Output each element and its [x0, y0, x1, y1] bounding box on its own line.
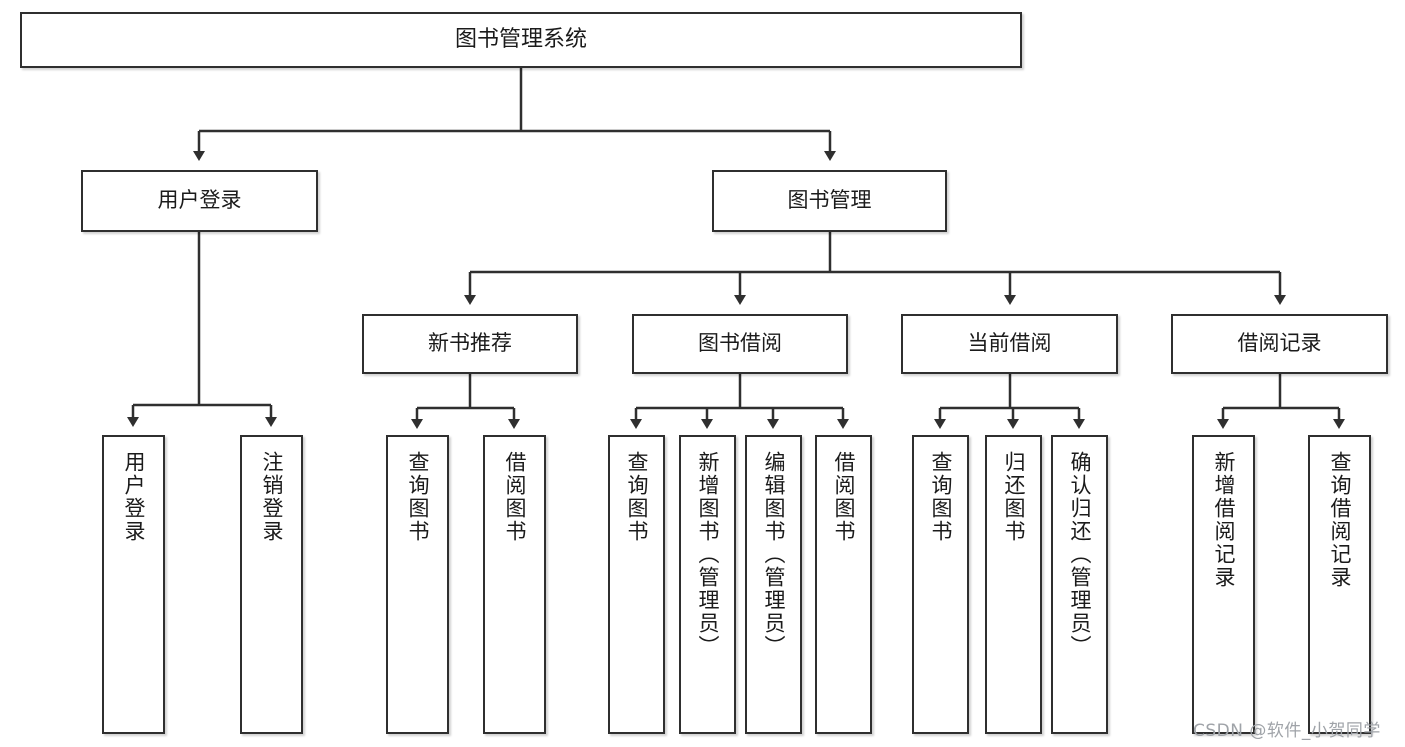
node-borrow-record-label: 借阅记录	[1237, 331, 1322, 356]
node-new-book-recommend[interactable]: 新书推荐	[362, 314, 578, 374]
node-borrow-record[interactable]: 借阅记录	[1171, 314, 1388, 374]
node-leaf-add-record-label: 新增借阅记录	[1212, 451, 1236, 589]
watermark-text: CSDN @软件_小贺同学	[1193, 721, 1381, 741]
node-leaf-confirm-return-label: 确认归还（管理员）	[1068, 451, 1092, 658]
node-book-borrow[interactable]: 图书借阅	[632, 314, 848, 374]
node-leaf-borrow-book-2-label: 借阅图书	[832, 451, 856, 543]
node-user-login[interactable]: 用户登录	[81, 170, 318, 232]
node-leaf-user-login-label: 用户登录	[122, 451, 146, 543]
node-leaf-add-book[interactable]: 新增图书（管理员）	[679, 435, 736, 734]
node-user-login-label: 用户登录	[157, 188, 242, 213]
node-leaf-return-book[interactable]: 归还图书	[985, 435, 1042, 734]
node-leaf-query-book-1[interactable]: 查询图书	[386, 435, 449, 734]
node-leaf-logout[interactable]: 注销登录	[240, 435, 303, 734]
node-leaf-query-book-2-label: 查询图书	[625, 451, 649, 543]
node-leaf-edit-book-label: 编辑图书（管理员）	[762, 451, 786, 658]
node-book-borrow-label: 图书借阅	[698, 331, 782, 356]
node-leaf-borrow-book-1[interactable]: 借阅图书	[483, 435, 546, 734]
node-leaf-logout-label: 注销登录	[260, 451, 284, 543]
node-current-borrow[interactable]: 当前借阅	[901, 314, 1118, 374]
node-leaf-confirm-return[interactable]: 确认归还（管理员）	[1051, 435, 1108, 734]
node-leaf-borrow-book-1-label: 借阅图书	[503, 451, 527, 543]
node-book-manage[interactable]: 图书管理	[712, 170, 947, 232]
node-leaf-add-book-label: 新增图书（管理员）	[696, 451, 720, 658]
node-current-borrow-label: 当前借阅	[967, 331, 1052, 356]
node-leaf-user-login[interactable]: 用户登录	[102, 435, 165, 734]
node-leaf-query-book-1-label: 查询图书	[406, 451, 430, 543]
node-leaf-borrow-book-2[interactable]: 借阅图书	[815, 435, 872, 734]
node-book-manage-label: 图书管理	[787, 188, 872, 213]
node-leaf-return-book-label: 归还图书	[1002, 451, 1026, 543]
node-leaf-add-record[interactable]: 新增借阅记录	[1192, 435, 1255, 734]
node-leaf-query-record-label: 查询借阅记录	[1328, 451, 1352, 589]
node-root[interactable]: 图书管理系统	[20, 12, 1022, 68]
node-leaf-query-book-3-label: 查询图书	[929, 451, 953, 543]
node-leaf-query-record[interactable]: 查询借阅记录	[1308, 435, 1371, 734]
node-leaf-query-book-3[interactable]: 查询图书	[912, 435, 969, 734]
node-new-book-recommend-label: 新书推荐	[428, 331, 512, 356]
node-leaf-query-book-2[interactable]: 查询图书	[608, 435, 665, 734]
node-root-label: 图书管理系统	[454, 26, 587, 52]
node-leaf-edit-book[interactable]: 编辑图书（管理员）	[745, 435, 802, 734]
